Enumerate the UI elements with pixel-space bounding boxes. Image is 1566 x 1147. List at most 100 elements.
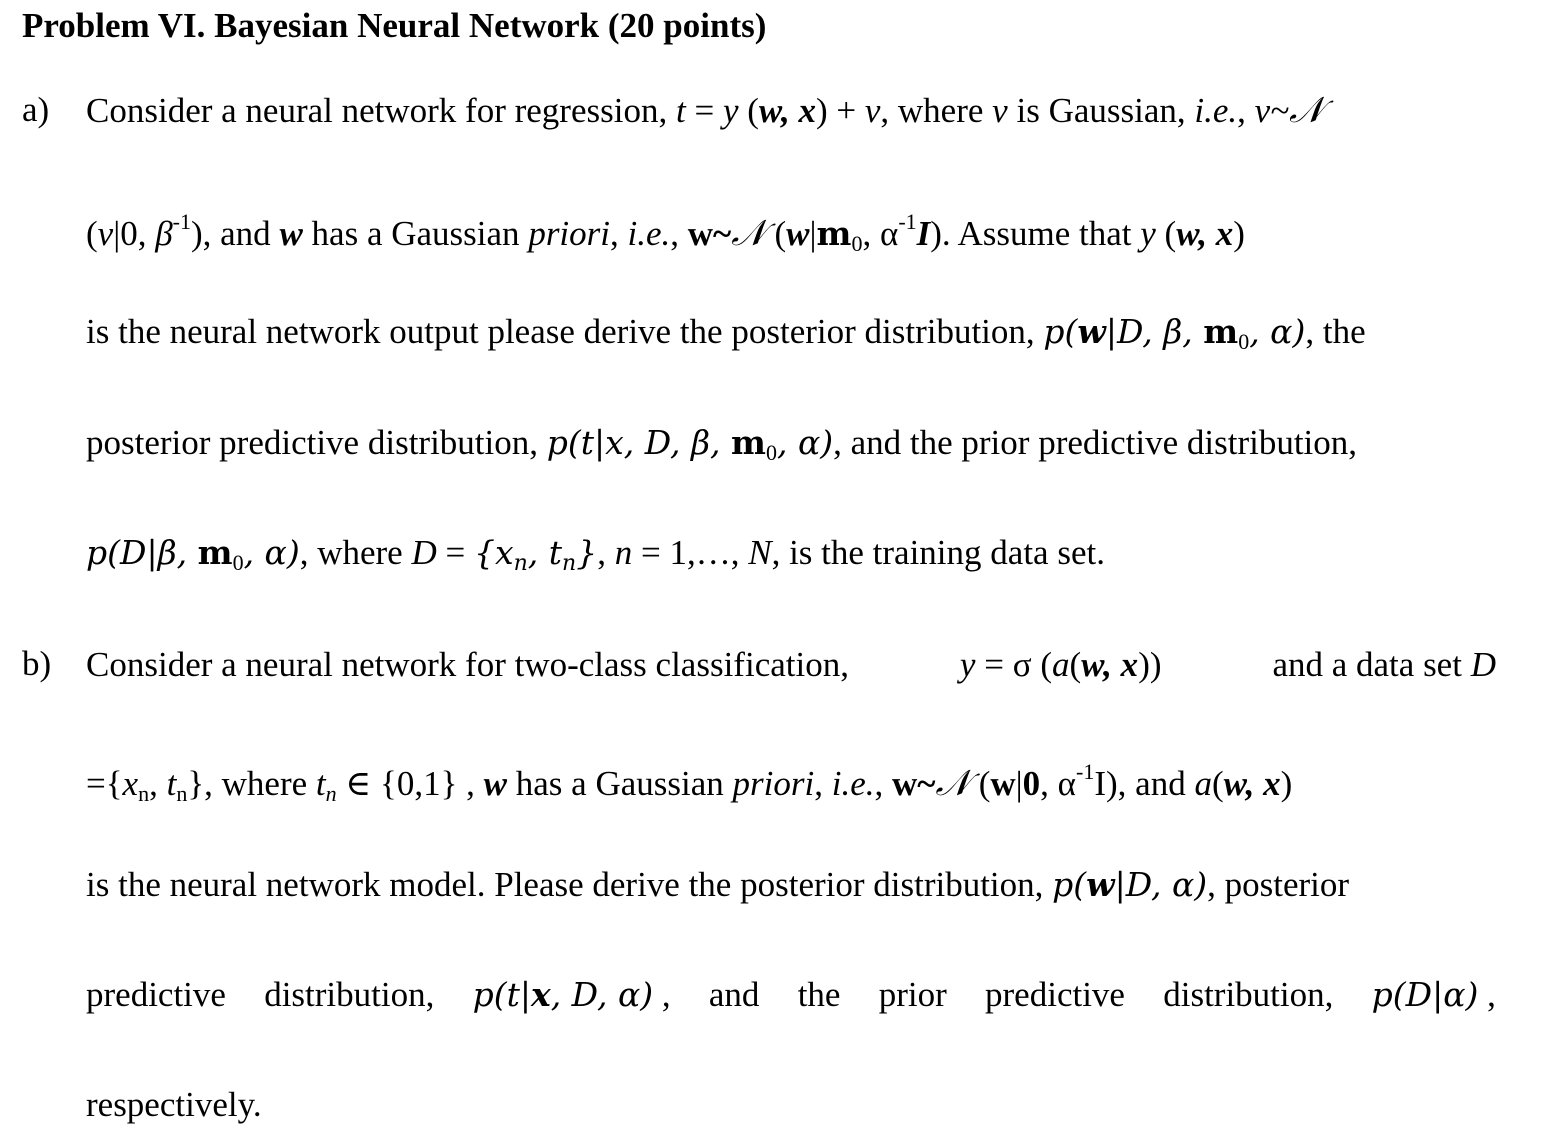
part-b-line-3: is the neural network model. Please deri… bbox=[86, 863, 1496, 907]
var: w~ bbox=[687, 214, 732, 253]
text: ) bbox=[1233, 214, 1245, 253]
subscript: n bbox=[513, 551, 528, 576]
text: i.e. bbox=[627, 214, 671, 253]
text: has a Gaussian bbox=[302, 214, 529, 253]
text: ( bbox=[1211, 764, 1224, 803]
subscript: n bbox=[325, 781, 337, 806]
text: , bbox=[597, 533, 615, 572]
text: , where bbox=[299, 533, 412, 572]
var: x bbox=[122, 764, 139, 803]
text: ) + bbox=[815, 91, 865, 130]
text: , is the training data set. bbox=[771, 533, 1105, 572]
text: priori bbox=[528, 214, 611, 253]
text: , bbox=[874, 764, 892, 803]
text: ( bbox=[738, 91, 759, 130]
text: , α bbox=[1040, 764, 1077, 803]
text: , bbox=[457, 764, 484, 803]
text: )) bbox=[1138, 645, 1162, 684]
formula: |D, β, bbox=[1105, 312, 1204, 351]
text: , bbox=[670, 214, 688, 253]
text: , bbox=[1478, 975, 1496, 1014]
var: w bbox=[786, 214, 810, 253]
var: w, x bbox=[1223, 764, 1281, 803]
text: Consider a neural network for two-class … bbox=[86, 645, 849, 684]
text: ) bbox=[1280, 764, 1293, 803]
text: ), and bbox=[190, 214, 280, 253]
formula-group: p(D|α) , bbox=[1372, 973, 1496, 1017]
text: = bbox=[685, 91, 723, 130]
formula: p(D|β, bbox=[86, 533, 198, 572]
part-a-line-3: is the neural network output please deri… bbox=[86, 310, 1496, 364]
text: }, where bbox=[187, 764, 316, 803]
formula: w bbox=[1077, 312, 1106, 351]
text: ( bbox=[1155, 214, 1177, 253]
text: I), and bbox=[1094, 764, 1195, 803]
text: = bbox=[436, 533, 474, 572]
var: a bbox=[1051, 645, 1070, 684]
text: , the bbox=[1305, 312, 1366, 351]
exponent: -1 bbox=[898, 209, 917, 234]
var: y bbox=[722, 91, 739, 130]
word: the bbox=[797, 975, 841, 1014]
text: ( bbox=[1069, 645, 1082, 684]
formula-group: y = σ (a(w, x)) bbox=[960, 643, 1162, 687]
var: v bbox=[992, 91, 1008, 130]
text: | bbox=[809, 214, 817, 253]
formula: m bbox=[731, 423, 766, 462]
formula: x bbox=[531, 975, 551, 1014]
text: , α bbox=[862, 214, 899, 253]
text: is the neural network model. Please deri… bbox=[86, 865, 1044, 904]
subscript: 0 bbox=[851, 231, 863, 256]
text: i.e. bbox=[831, 764, 875, 803]
word: predictive bbox=[86, 975, 226, 1014]
part-b-line-2: ={xn, tn}, where tn ∈ {0,1} , w has a Ga… bbox=[86, 750, 1496, 816]
part-a-line-4: posterior predictive distribution, p(t|x… bbox=[86, 421, 1496, 475]
formula: , t bbox=[527, 533, 563, 572]
var: n bbox=[614, 533, 633, 572]
text: respectively. bbox=[86, 1085, 262, 1124]
var: N bbox=[748, 533, 772, 572]
var: w, x bbox=[1081, 645, 1139, 684]
text: ∈ {0,1} bbox=[336, 764, 458, 803]
text: | bbox=[1015, 764, 1023, 803]
part-b-line-5: respectively. bbox=[86, 1083, 1496, 1127]
text: , bbox=[814, 764, 832, 803]
problem-title: Problem VI. Bayesian Neural Network (20 … bbox=[22, 6, 767, 45]
word: and bbox=[708, 975, 760, 1014]
var: v bbox=[97, 214, 114, 253]
formula: w bbox=[1086, 865, 1115, 904]
word: distribution, bbox=[1163, 975, 1334, 1014]
word: predictive bbox=[985, 975, 1125, 1014]
subscript: n bbox=[562, 551, 577, 576]
text: ={ bbox=[86, 764, 123, 803]
text: , bbox=[1237, 91, 1255, 130]
text: posterior predictive distribution, bbox=[86, 423, 538, 462]
formula-group: p(t|x, D, α) , bbox=[473, 973, 671, 1017]
text: , bbox=[149, 764, 167, 803]
part-a-line-5: p(D|β, m0, α), where D = {xn, tn}, n = 1… bbox=[86, 531, 1496, 586]
var: 0 bbox=[1022, 764, 1041, 803]
var: t bbox=[315, 764, 326, 803]
text: = 1,…, bbox=[632, 533, 749, 572]
normal-symbol: 𝒩 bbox=[1289, 90, 1324, 131]
var: β bbox=[155, 214, 173, 253]
formula: p(D|α) bbox=[1371, 975, 1479, 1014]
formula: {x bbox=[474, 533, 514, 572]
text: , where bbox=[880, 91, 993, 130]
var: I bbox=[916, 214, 931, 253]
text: , and the prior predictive distribution, bbox=[833, 423, 1358, 462]
normal-symbol: 𝒩 bbox=[731, 213, 766, 254]
text: i.e. bbox=[1194, 91, 1238, 130]
formula: , α) bbox=[776, 423, 834, 462]
word: prior bbox=[878, 975, 947, 1014]
subscript: 0 bbox=[232, 550, 244, 575]
text: , bbox=[653, 975, 671, 1014]
exponent: -1 bbox=[1076, 759, 1095, 784]
text: and a data set D bbox=[1272, 645, 1496, 684]
var: t bbox=[166, 764, 177, 803]
text: , posterior bbox=[1207, 865, 1350, 904]
formula: p(t| bbox=[472, 975, 532, 1014]
subscript: 0 bbox=[765, 440, 777, 465]
formula: |D, α) bbox=[1114, 865, 1208, 904]
text: Consider a neural network for regression… bbox=[86, 91, 668, 130]
